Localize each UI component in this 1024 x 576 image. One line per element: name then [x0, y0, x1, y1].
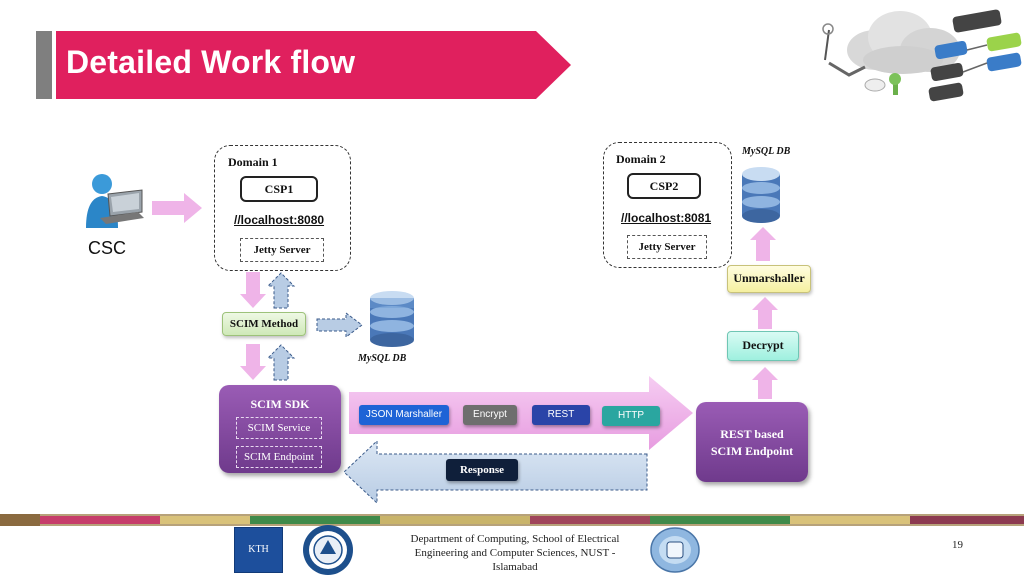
unmarshaller-box: Unmarshaller [727, 265, 811, 293]
domain1-url: //localhost:8080 [234, 213, 325, 227]
http-step: HTTP [602, 406, 660, 426]
rest-endpoint-line2: SCIM Endpoint [710, 444, 794, 458]
scim-sdk-box [219, 385, 341, 473]
mysql-db-label-right: MySQL DB [742, 146, 791, 157]
domain1-label: Domain 1 [228, 155, 278, 169]
scim-endpoint-box: SCIM Endpoint [236, 446, 322, 468]
rest-endpoint-line1: REST based [720, 427, 784, 441]
encrypt-step: Encrypt [463, 405, 517, 425]
csp2-box: CSP2 [627, 173, 701, 199]
response-label: Response [446, 459, 518, 481]
csp1-box: CSP1 [240, 176, 318, 202]
domain1-jetty-server: Jetty Server [240, 238, 324, 262]
cloud-network-illustration [822, 9, 1022, 102]
rest-step: REST [532, 405, 590, 425]
footer-line3: Islamabad [492, 561, 538, 573]
arrows-scim-method-sdk [240, 344, 296, 381]
scim-service-box: SCIM Service [236, 417, 322, 439]
page-number: 19 [952, 539, 963, 551]
arrow-endpoint-to-decrypt [752, 367, 778, 399]
ais-logo [650, 527, 700, 573]
rest-scim-endpoint-box [696, 402, 808, 482]
nust-logo [303, 525, 353, 575]
csc-label: CSC [88, 238, 127, 258]
footer-line2: Engineering and Computer Sciences, NUST … [414, 547, 616, 559]
footer-department-text: Department of Computing, School of Elect… [380, 532, 650, 574]
rest-scim-endpoint-label: REST based SCIM Endpoint [696, 426, 808, 460]
page-title: Detailed Work flow [66, 44, 356, 80]
arrow-csc-to-domain1 [152, 193, 202, 223]
footer-band [0, 514, 1024, 526]
scim-sdk-title: SCIM SDK [250, 397, 310, 411]
title-accent-bar [36, 31, 52, 99]
arrow-unmarshaller-to-db [750, 227, 776, 261]
request-arrow [349, 376, 693, 450]
json-marshaller-step: JSON Marshaller [359, 405, 449, 425]
domain2-jetty-server: Jetty Server [627, 235, 707, 259]
scim-method-box: SCIM Method [222, 312, 306, 336]
kth-logo: KTH [234, 527, 283, 573]
domain2-url: //localhost:8081 [621, 211, 712, 225]
arrows-domain1-scim-method [240, 272, 296, 309]
domain2-label: Domain 2 [616, 152, 666, 166]
arrow-to-left-db [316, 312, 363, 338]
mysql-db-label-left: MySQL DB [358, 353, 407, 364]
footer-line1: Department of Computing, School of Elect… [410, 533, 620, 545]
database-icon-right [742, 167, 780, 223]
title-banner [56, 31, 571, 99]
arrow-decrypt-to-unmarshaller [752, 297, 778, 329]
database-icon-left [370, 291, 414, 347]
decrypt-box: Decrypt [727, 331, 799, 361]
user-computer-icon [86, 174, 144, 228]
